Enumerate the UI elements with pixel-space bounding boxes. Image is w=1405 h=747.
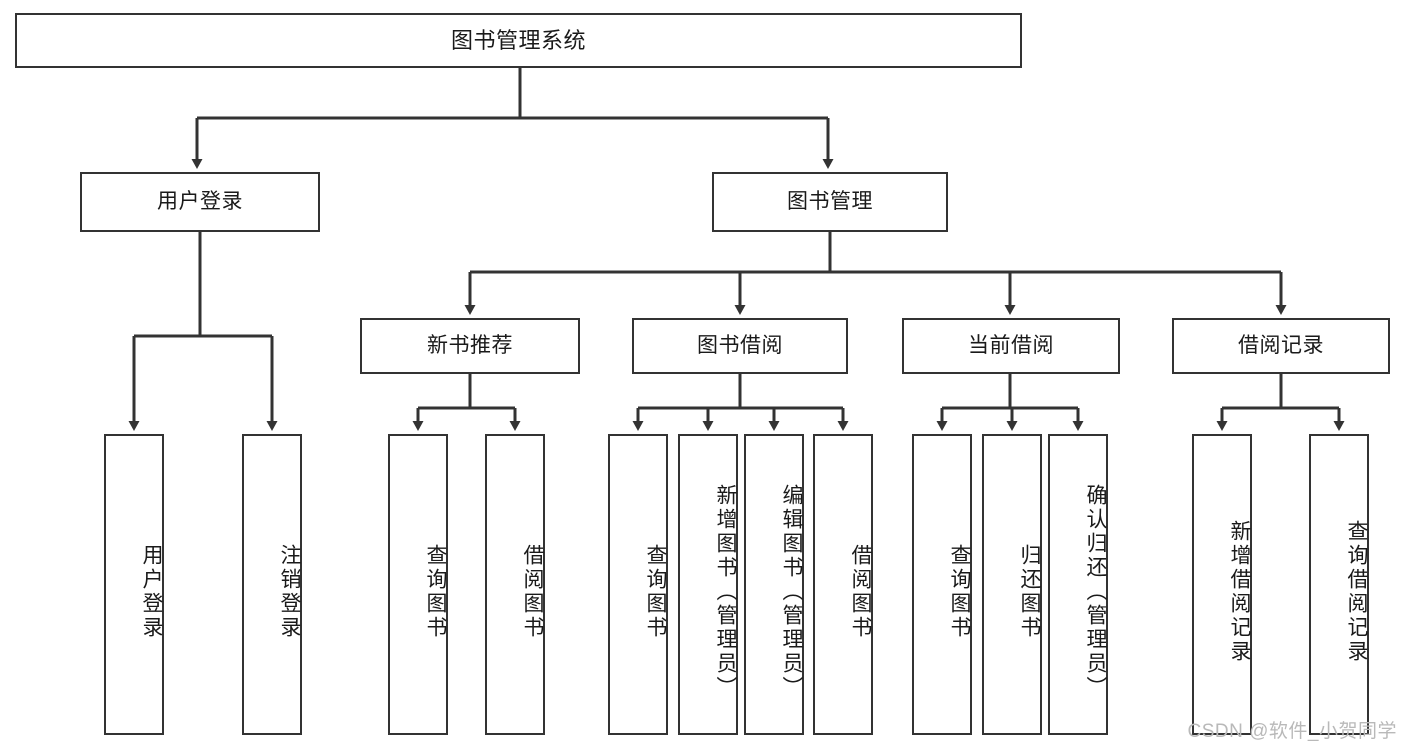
csdn-watermark: CSDN @软件_小贺同学 <box>1187 721 1397 742</box>
node-borrow-record[interactable]: 借阅记录 <box>1172 318 1390 374</box>
node-borrow-record-label: 借阅记录 <box>1238 333 1324 357</box>
node-user-login-label: 用户登录 <box>157 189 243 213</box>
node-leaf-user-logout-label: 注销登录 <box>278 543 301 640</box>
node-leaf-user-logout[interactable]: 注销登录 <box>242 434 302 735</box>
node-leaf-confirm-return[interactable]: 确认归还（管理员） <box>1048 434 1108 735</box>
node-leaf-query-book[interactable]: 查询图书 <box>608 434 668 735</box>
node-leaf-confirm-return-label: 确认归还（管理员） <box>1084 483 1107 700</box>
node-book-manage[interactable]: 图书管理 <box>712 172 948 232</box>
node-leaf-query-book-cur[interactable]: 查询图书 <box>912 434 972 735</box>
node-new-book-recommend[interactable]: 新书推荐 <box>360 318 580 374</box>
node-user-login[interactable]: 用户登录 <box>80 172 320 232</box>
node-book-borrow[interactable]: 图书借阅 <box>632 318 848 374</box>
node-leaf-return-book[interactable]: 归还图书 <box>982 434 1042 735</box>
node-leaf-return-book-label: 归还图书 <box>1018 543 1041 640</box>
node-leaf-query-book-label: 查询图书 <box>644 543 667 640</box>
node-leaf-edit-book-label: 编辑图书（管理员） <box>780 483 803 700</box>
node-leaf-query-record-label: 查询借阅记录 <box>1345 519 1368 664</box>
node-leaf-edit-book[interactable]: 编辑图书（管理员） <box>744 434 804 735</box>
node-leaf-user-login-label: 用户登录 <box>140 543 163 640</box>
node-leaf-borrow-book[interactable]: 借阅图书 <box>813 434 873 735</box>
node-leaf-query-book-cur-label: 查询图书 <box>948 543 971 640</box>
node-leaf-query-book-rec[interactable]: 查询图书 <box>388 434 448 735</box>
node-book-manage-label: 图书管理 <box>787 189 873 213</box>
node-root-label: 图书管理系统 <box>450 27 586 53</box>
node-root[interactable]: 图书管理系统 <box>15 13 1022 68</box>
node-leaf-borrow-book-rec-label: 借阅图书 <box>521 543 544 640</box>
node-new-book-recommend-label: 新书推荐 <box>427 333 513 357</box>
node-leaf-query-record[interactable]: 查询借阅记录 <box>1309 434 1369 735</box>
node-leaf-borrow-book-label: 借阅图书 <box>849 543 872 640</box>
node-leaf-user-login[interactable]: 用户登录 <box>104 434 164 735</box>
node-book-borrow-label: 图书借阅 <box>697 333 783 357</box>
node-leaf-add-record[interactable]: 新增借阅记录 <box>1192 434 1252 735</box>
node-leaf-add-book[interactable]: 新增图书（管理员） <box>678 434 738 735</box>
node-leaf-add-book-label: 新增图书（管理员） <box>714 483 737 700</box>
node-leaf-borrow-book-rec[interactable]: 借阅图书 <box>485 434 545 735</box>
node-current-borrow[interactable]: 当前借阅 <box>902 318 1120 374</box>
node-current-borrow-label: 当前借阅 <box>968 333 1054 357</box>
node-leaf-add-record-label: 新增借阅记录 <box>1228 519 1251 664</box>
node-leaf-query-book-rec-label: 查询图书 <box>424 543 447 640</box>
